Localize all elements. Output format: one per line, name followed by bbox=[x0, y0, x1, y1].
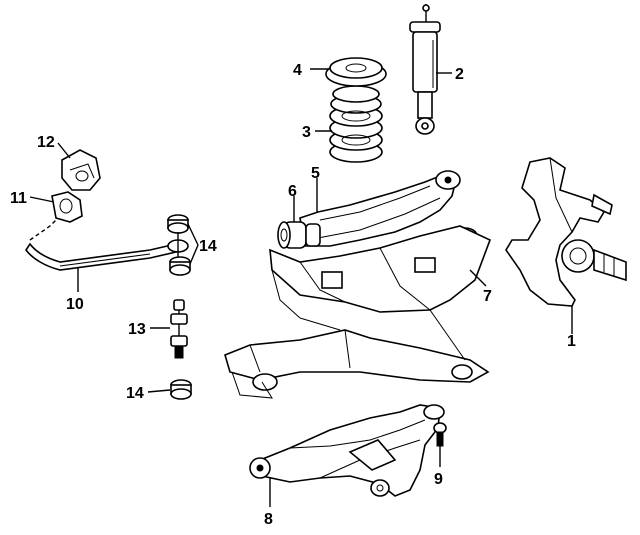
bushing-bracket bbox=[61, 149, 101, 191]
lower-control-arm bbox=[249, 404, 445, 497]
frame-crossmember bbox=[224, 225, 492, 399]
callout-9: 9 bbox=[434, 471, 443, 488]
leader-lines bbox=[29, 68, 573, 507]
callout-2: 2 bbox=[455, 66, 464, 83]
callout-5: 5 bbox=[311, 165, 320, 182]
callout-7: 7 bbox=[483, 288, 492, 305]
upper-arm-bushing bbox=[277, 221, 321, 249]
callout-labels: 1 2 4 3 5 6 7 8 9 10 11 12 13 14 14 bbox=[10, 62, 576, 528]
stabilizer-bushing bbox=[51, 191, 83, 223]
callout-3: 3 bbox=[302, 124, 311, 141]
upper-control-arm bbox=[299, 170, 461, 247]
callout-8: 8 bbox=[264, 511, 273, 528]
shock-absorber bbox=[409, 4, 441, 135]
stabilizer-link-kit bbox=[170, 299, 188, 359]
callout-10: 10 bbox=[66, 296, 84, 313]
coil-spring bbox=[329, 85, 383, 163]
link-bushing-single bbox=[170, 379, 192, 400]
spring-insulator bbox=[325, 57, 387, 87]
callout-11: 11 bbox=[10, 190, 27, 207]
stabilizer-bar bbox=[25, 213, 189, 271]
callout-14-lower: 14 bbox=[126, 385, 144, 402]
callout-12: 12 bbox=[37, 134, 55, 151]
callout-13: 13 bbox=[128, 321, 146, 338]
callout-6: 6 bbox=[288, 183, 297, 200]
steering-knuckle bbox=[505, 157, 627, 307]
callout-1: 1 bbox=[567, 333, 576, 350]
lower-ball-joint bbox=[433, 422, 447, 447]
callout-4: 4 bbox=[293, 62, 302, 79]
callout-14-upper: 14 bbox=[199, 238, 217, 255]
